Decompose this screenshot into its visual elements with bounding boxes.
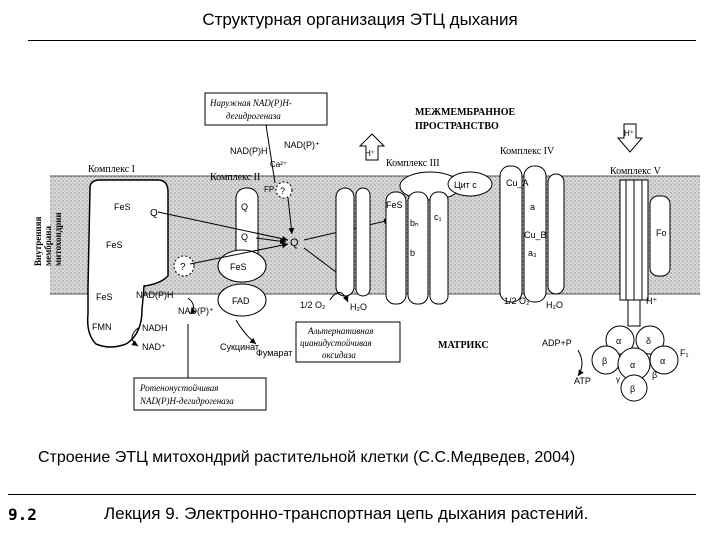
- cytochrome-c: [447, 171, 493, 197]
- svg-text:Fo: Fo: [656, 228, 667, 238]
- svg-text:ADP+P: ADP+P: [542, 338, 572, 348]
- svg-text:α: α: [630, 360, 635, 370]
- svg-text:c₁: c₁: [434, 212, 442, 222]
- svg-text:FeS: FeS: [96, 292, 113, 302]
- matrix-label: МАТРИКС: [438, 340, 489, 351]
- svg-text:β: β: [602, 356, 607, 366]
- svg-text:Сукцинат: Сукцинат: [220, 342, 259, 352]
- proton-arrow-up: [358, 133, 386, 161]
- footer-divider: [8, 494, 696, 495]
- svg-text:дегидрогеназа: дегидрогеназа: [226, 111, 281, 121]
- svg-text:F₁: F₁: [680, 348, 689, 358]
- slide-number: 9.2: [8, 505, 37, 524]
- complex-4-label: Комплекс IV: [500, 146, 555, 157]
- svg-text:Ротенонустойчивая: Ротенонустойчивая: [139, 383, 218, 393]
- svg-text:FeS: FeS: [106, 240, 123, 250]
- svg-text:H⁺: H⁺: [624, 129, 634, 138]
- svg-text:b: b: [410, 248, 415, 258]
- svg-text:H⁺: H⁺: [365, 149, 375, 158]
- svg-text:H⁺: H⁺: [646, 296, 657, 306]
- svg-text:bₙ: bₙ: [410, 218, 419, 228]
- svg-text:FMN: FMN: [92, 322, 112, 332]
- svg-text:Внутренняя: Внутренняя: [33, 217, 43, 266]
- intermembrane-label-1: МЕЖМЕМБРАННОЕ: [415, 107, 516, 118]
- svg-text:NAD(P)H: NAD(P)H: [136, 290, 174, 300]
- svg-text:Cu_A: Cu_A: [506, 178, 529, 188]
- figure-caption: Строение ЭТЦ митохондрий растительной кл…: [38, 449, 576, 466]
- svg-text:NAD(P)H: NAD(P)H: [230, 146, 268, 156]
- svg-text:цианидустойчивая: цианидустойчивая: [300, 338, 372, 348]
- svg-text:?: ?: [280, 186, 285, 196]
- svg-text:FP: FP: [264, 185, 274, 194]
- svg-text:FeS: FeS: [114, 202, 131, 212]
- svg-text:H₂O: H₂O: [350, 302, 367, 312]
- svg-text:Cu_B: Cu_B: [524, 230, 547, 240]
- svg-text:NAD(P)H-дегидрогеназа: NAD(P)H-дегидрогеназа: [139, 396, 234, 406]
- complex-3-label: Комплекс III: [386, 158, 440, 169]
- svg-text:Q: Q: [241, 202, 248, 212]
- svg-text:Наружная NAD(P)H-: Наружная NAD(P)H-: [209, 98, 292, 108]
- svg-text:ATP: ATP: [574, 376, 591, 386]
- svg-text:Альтернативная: Альтернативная: [307, 326, 373, 336]
- svg-text:мембрана: мембрана: [43, 226, 53, 266]
- q-pool-label: Q: [290, 237, 299, 249]
- svg-text:Фумарат: Фумарат: [256, 348, 292, 358]
- svg-text:δ: δ: [646, 336, 651, 346]
- svg-text:β: β: [630, 384, 635, 394]
- slide-title: Структурная организация ЭТЦ дыхания: [202, 10, 518, 29]
- title-divider: [28, 40, 696, 41]
- svg-text:α: α: [660, 356, 665, 366]
- svg-text:Q: Q: [150, 208, 158, 219]
- svg-text:NAD(P)⁺: NAD(P)⁺: [178, 306, 214, 316]
- svg-text:a₃: a₃: [528, 248, 537, 258]
- svg-text:Ca²⁺: Ca²⁺: [270, 160, 287, 169]
- svg-text:Цит c: Цит c: [454, 180, 477, 190]
- svg-text:β: β: [652, 370, 657, 380]
- svg-text:FeS: FeS: [386, 200, 403, 210]
- membrane-label: Внутренняя мембрана митохондрии: [33, 212, 63, 266]
- svg-text:FAD: FAD: [232, 296, 250, 306]
- svg-text:1/2 O₂: 1/2 O₂: [300, 300, 326, 310]
- complex-2-label: Комплекс II: [210, 172, 260, 183]
- complex-5-label: Комплекс V: [610, 166, 662, 177]
- complex-1-label: Комплекс I: [88, 164, 135, 175]
- lecture-footer: Лекция 9. Электронно-транспортная цепь д…: [104, 504, 589, 523]
- svg-text:FeS: FeS: [230, 262, 247, 272]
- complex-1-shape: [86, 179, 169, 348]
- proton-arrow-down: [616, 123, 644, 153]
- svg-text:1/2 O₂: 1/2 O₂: [504, 296, 530, 306]
- external-dehydrogenase-box: [204, 92, 328, 126]
- svg-text:?: ?: [180, 262, 186, 273]
- etc-diagram: Внутренняя мембрана митохондрии МЕЖМЕМБР…: [33, 92, 700, 411]
- alternative-oxidase-box: [295, 321, 401, 363]
- svg-text:Q: Q: [241, 232, 248, 242]
- svg-text:H₂O: H₂O: [546, 300, 563, 310]
- svg-text:γ: γ: [616, 375, 620, 384]
- intermembrane-label-2: ПРОСТРАНСТВО: [415, 121, 499, 132]
- svg-text:митохондрии: митохондрии: [53, 212, 63, 266]
- svg-text:NAD⁺: NAD⁺: [142, 342, 166, 352]
- svg-text:NAD(P)⁺: NAD(P)⁺: [284, 140, 320, 150]
- svg-text:a: a: [530, 202, 535, 212]
- svg-text:NADH: NADH: [142, 323, 168, 333]
- svg-text:оксидаза: оксидаза: [322, 350, 356, 360]
- rotenone-dehydrogenase-box: [133, 377, 267, 411]
- svg-text:α: α: [616, 336, 621, 346]
